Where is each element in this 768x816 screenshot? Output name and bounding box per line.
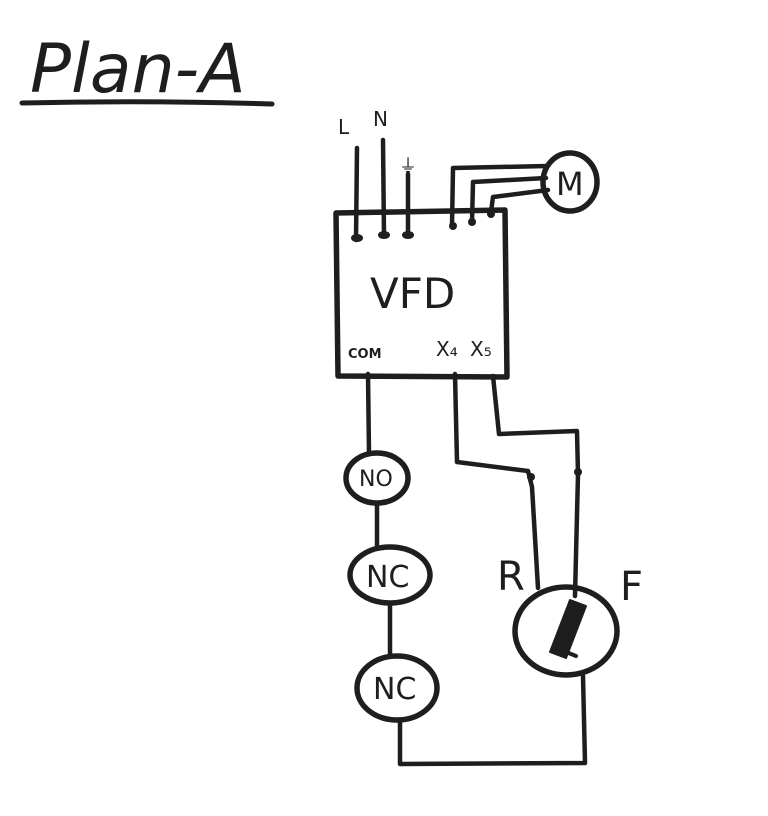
x5-terminal-label: X₅	[470, 337, 492, 361]
title-underline	[19, 99, 275, 107]
line-label: L	[338, 115, 350, 139]
motor-wire-u	[449, 163, 550, 229]
motor-terminal-u	[449, 222, 457, 230]
selector-switch-circle	[512, 584, 620, 678]
x4-wire	[452, 371, 541, 591]
title-group: Plan-A	[19, 30, 275, 109]
x4-wire-joint	[527, 473, 535, 481]
contact-nc2-circle	[354, 653, 440, 723]
forward-label: F	[620, 564, 643, 610]
motor-group: M	[449, 150, 600, 230]
x5-wire-joint	[574, 468, 582, 476]
neutral-label: N	[373, 107, 388, 131]
safety-chain: NO NC NC	[343, 371, 588, 767]
motor-circle	[540, 150, 600, 214]
motor-wire-w	[488, 187, 551, 215]
contact-no-label: NO	[359, 467, 393, 492]
vfd-label: VFD	[370, 269, 455, 318]
x5-wire	[490, 373, 581, 599]
selector-knob-icon	[549, 599, 587, 659]
diagram-title: Plan-A	[30, 30, 246, 109]
line-wire	[353, 145, 360, 243]
vfd-box	[333, 207, 510, 380]
contact-nc2-label: NC	[373, 672, 416, 707]
vfd-unit: VFD COM X₄ X₅	[333, 207, 510, 380]
earth-symbol: ⏚	[399, 156, 417, 177]
earth-terminal	[402, 231, 414, 239]
com-terminal-label: COM	[348, 347, 382, 362]
motor-label: M	[556, 165, 584, 203]
motor-wire-v	[469, 175, 549, 225]
neutral-wire	[380, 137, 387, 239]
selector-group: R F	[452, 371, 643, 678]
reverse-label: R	[497, 554, 525, 600]
contact-nc1-label: NC	[366, 560, 409, 595]
x4-terminal-label: X₄	[436, 337, 458, 361]
com-wire	[365, 371, 372, 456]
return-wire	[397, 673, 588, 767]
supply-leads: L N ⏚	[338, 107, 417, 243]
line-terminal	[351, 234, 363, 242]
neutral-terminal	[378, 231, 390, 239]
selector-knob-tick	[564, 650, 578, 658]
motor-terminal-v	[468, 218, 476, 226]
motor-terminal-w	[487, 210, 495, 218]
